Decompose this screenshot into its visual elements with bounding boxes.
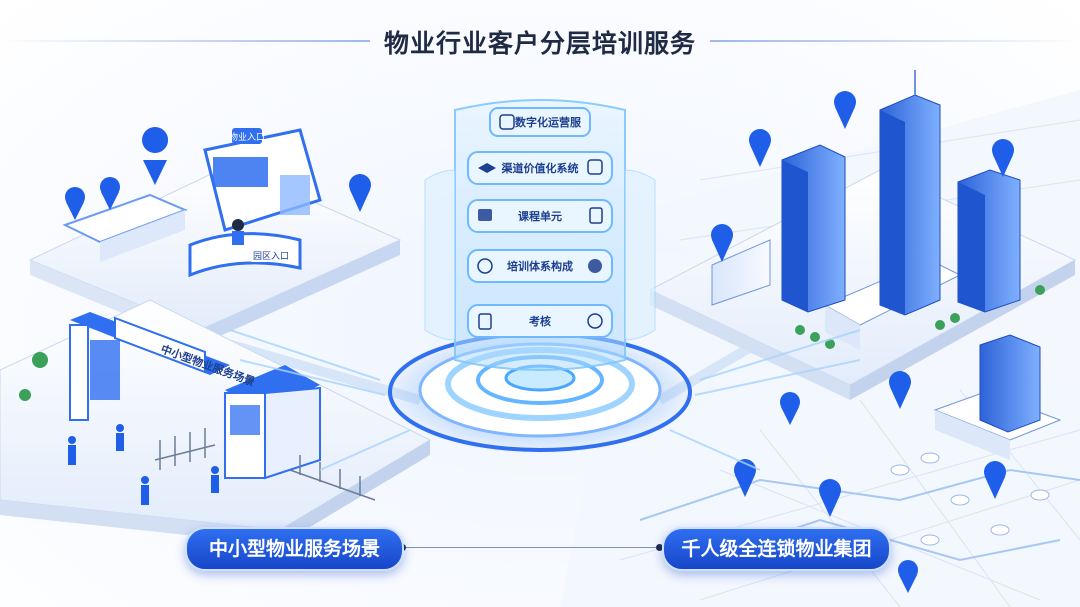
book-icon — [478, 209, 492, 221]
people-icon — [588, 259, 602, 273]
gate-platform: 中小型物业服务场景 — [0, 299, 432, 545]
city-cluster — [734, 334, 1062, 593]
hologram-item-label: 考核 — [529, 314, 551, 328]
hologram-item-label: 培训体系构成 — [507, 259, 573, 273]
check-circle-icon — [587, 313, 603, 329]
monitor-icon — [499, 114, 515, 130]
document-icon — [589, 207, 603, 224]
lobby-platform: 物业入口 园区入口 — [28, 127, 402, 345]
hologram-item-label: 数字化运营服 — [515, 115, 582, 129]
lobby-sign-top: 物业入口 — [229, 131, 265, 143]
graduation-cap-icon — [478, 163, 496, 173]
hologram-item-2: 课程单元 — [467, 199, 613, 233]
hologram-item-label: 渠道价值化系统 — [502, 161, 579, 175]
lobby-sign-desk: 园区入口 — [253, 251, 289, 262]
large-group-scene-label: 千人级全连锁物业集团 — [662, 527, 891, 571]
page-title: 物业行业客户分层培训服务 — [383, 29, 696, 58]
hologram-item-4: 考核 — [467, 304, 613, 338]
hologram-item-1: 渠道价值化系统 — [467, 151, 613, 185]
hologram-item-3: 培训体系构成 — [467, 249, 613, 283]
scene-connector — [399, 544, 663, 551]
hologram-item-label: 课程单元 — [518, 209, 562, 223]
small-property-scene-label: 中小型物业服务场景 — [185, 527, 404, 571]
title-rule-left — [0, 40, 370, 42]
title-rule-right — [710, 40, 1080, 42]
hologram-item-0: 数字化运营服 — [489, 107, 591, 137]
screen-icon — [587, 159, 603, 175]
target-icon — [477, 258, 493, 274]
checklist-icon — [478, 313, 492, 330]
